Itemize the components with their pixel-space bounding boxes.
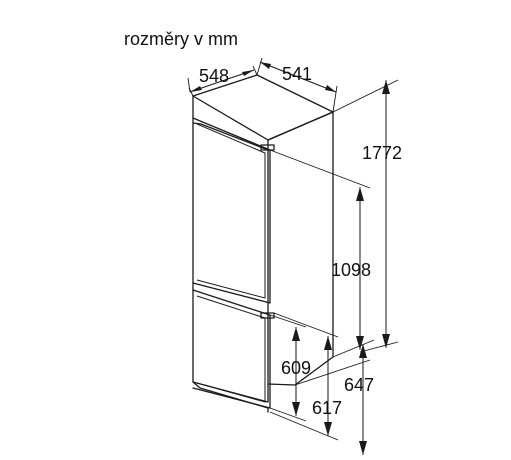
niche-height-label: 1098	[331, 260, 371, 280]
upper-door	[192, 117, 275, 304]
lower-dimension-617: 617	[269, 312, 342, 441]
width-label: 541	[282, 64, 312, 84]
height-label: 1772	[362, 143, 402, 163]
depth-dimension: 548	[187, 65, 258, 97]
width-dimension: 541	[256, 57, 338, 113]
diagram-title: rozměry v mm	[124, 29, 238, 49]
appliance-outline	[192, 74, 334, 403]
depth-label: 548	[199, 66, 229, 86]
niche-height-dimension: 1098	[269, 149, 371, 350]
dimension-609-label: 609	[281, 358, 311, 378]
lower-dimension-647: 647	[294, 339, 375, 455]
lower-dimension-609: 609	[269, 314, 311, 422]
height-dimension: 1772	[332, 79, 402, 353]
dimension-647-label: 647	[344, 375, 374, 395]
dimension-617-label: 617	[312, 398, 342, 418]
lower-door	[192, 289, 275, 413]
